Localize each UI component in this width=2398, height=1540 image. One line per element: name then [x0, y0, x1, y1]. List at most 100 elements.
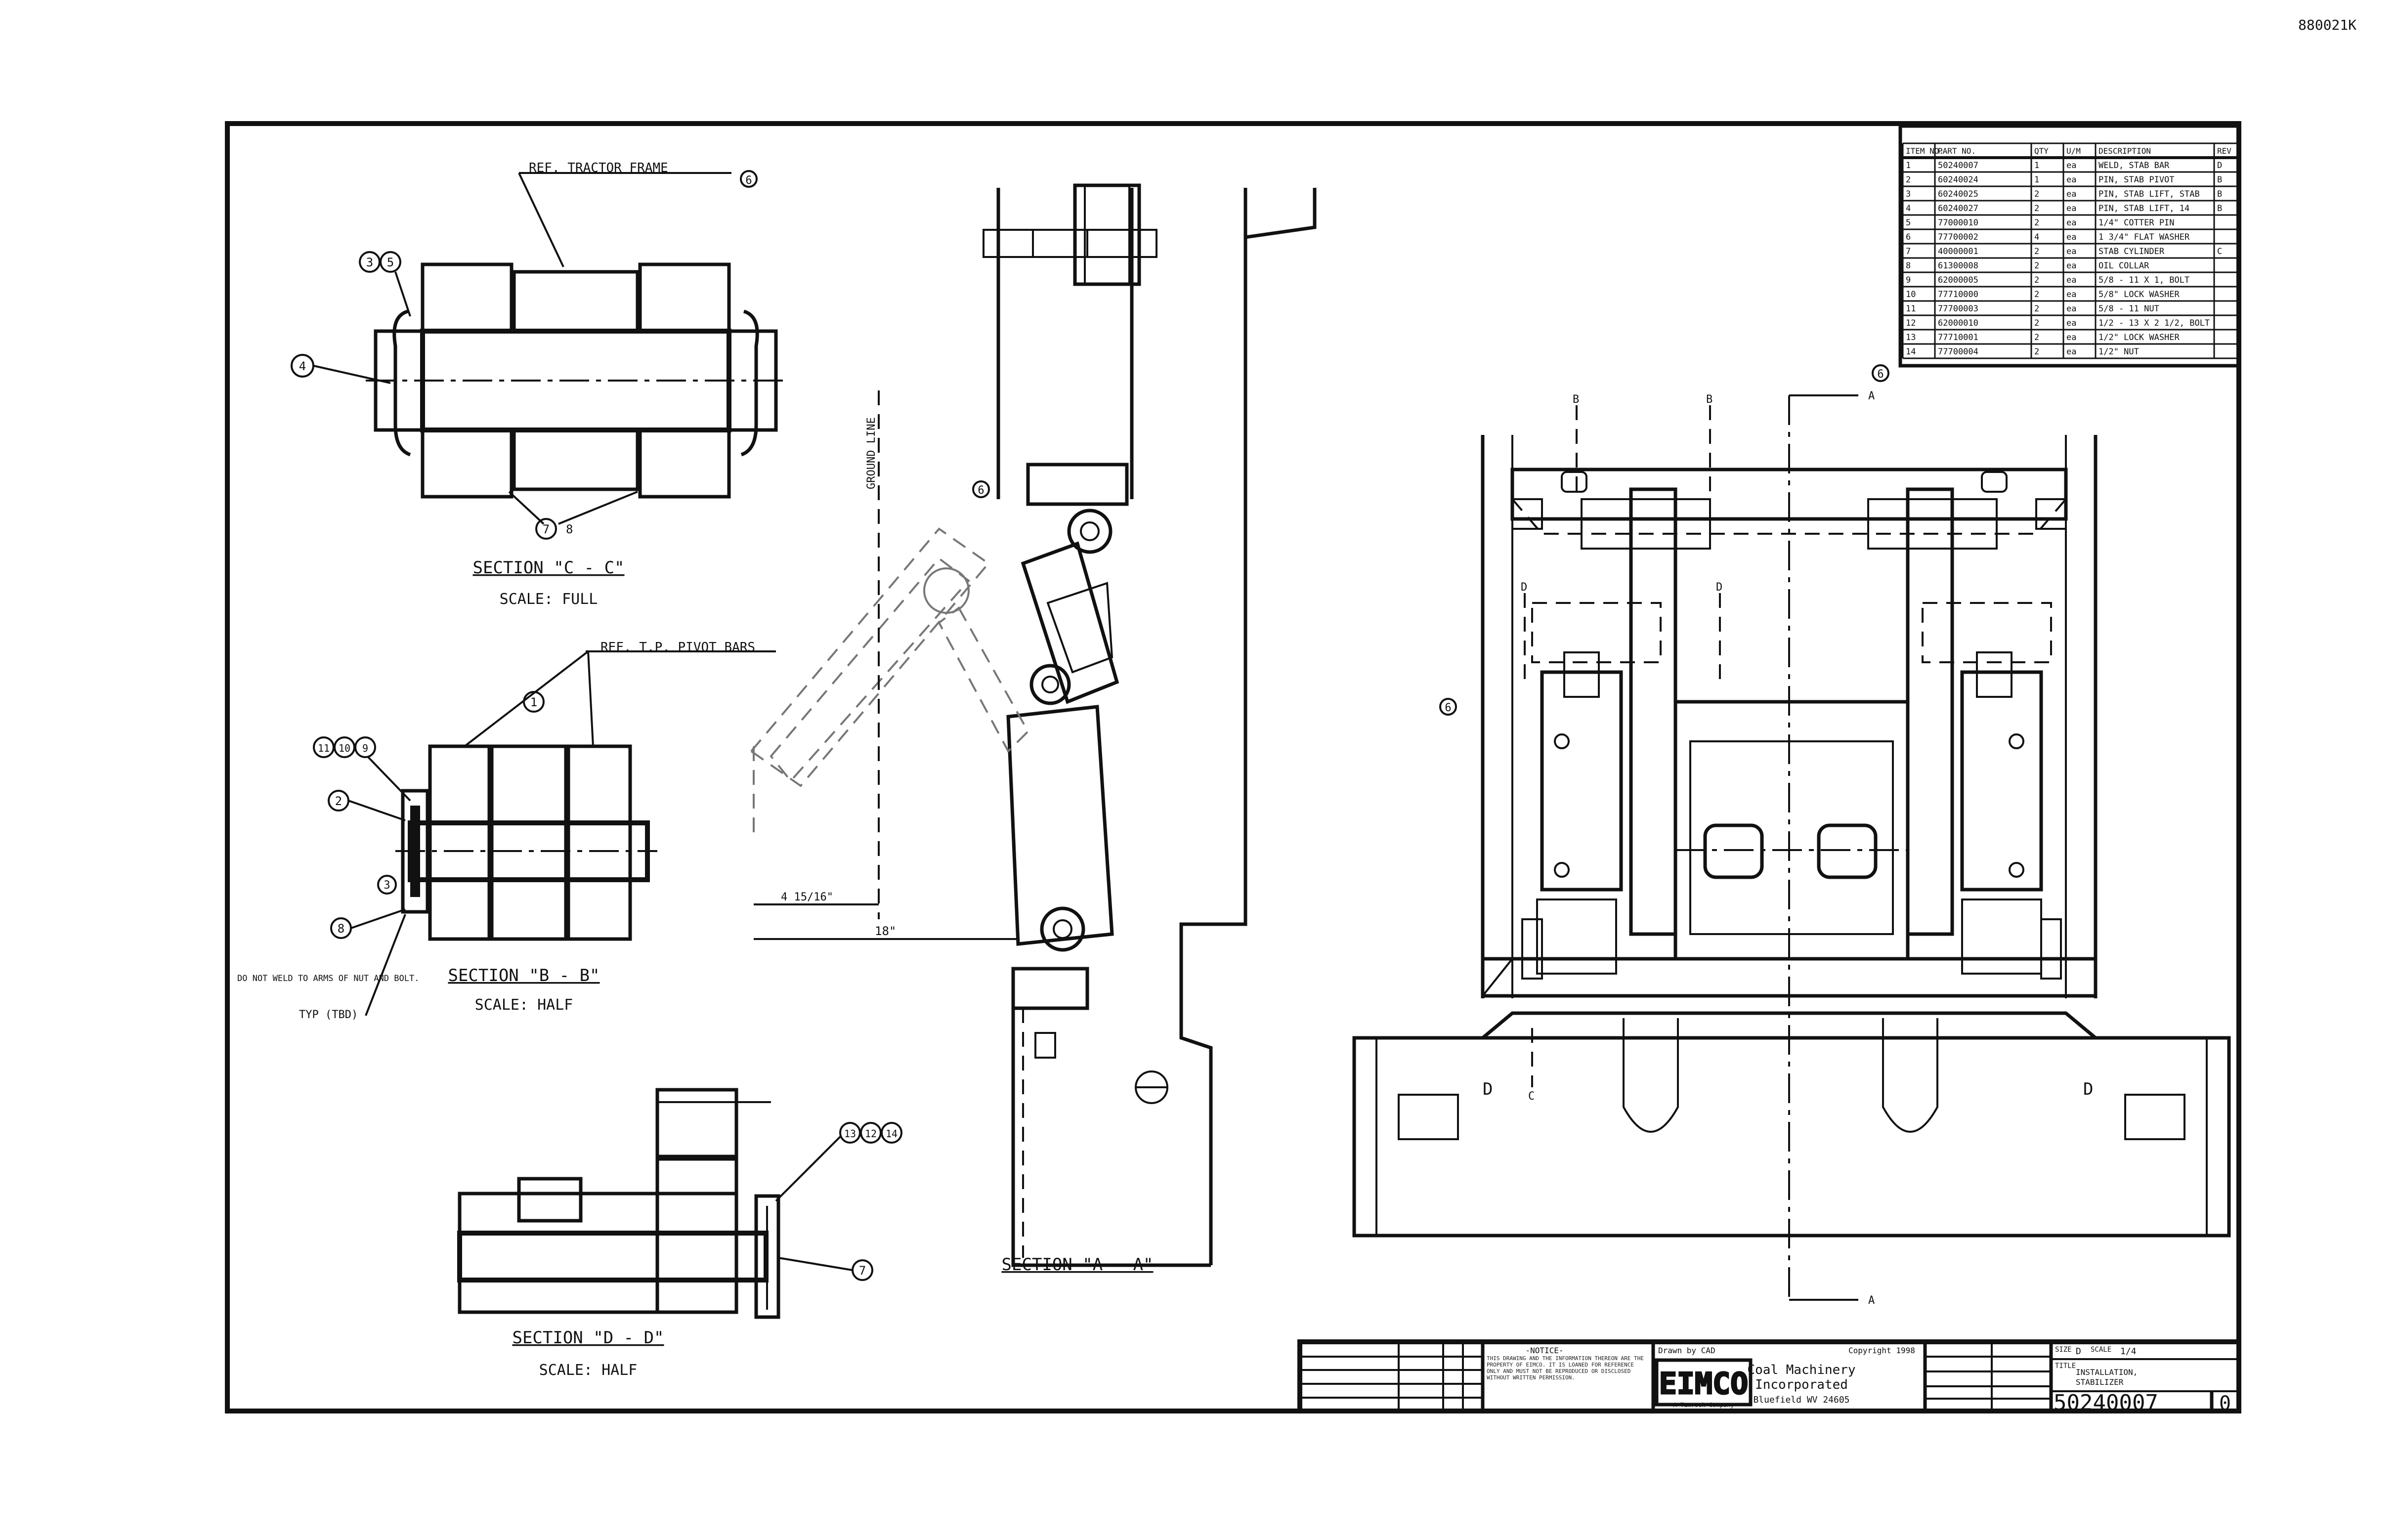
title-block: -NOTICE- THIS DRAWING AND THE INFORMATIO…	[1297, 1339, 2241, 1415]
revision-grid	[1300, 1342, 1484, 1411]
bom-cell: 7	[1906, 247, 1911, 257]
bom-cell: 1	[2034, 175, 2039, 185]
section-d-balloon-14-label: 14	[886, 1128, 898, 1140]
title-logo-sub: A Tamrock Company	[1673, 1402, 1734, 1409]
section-c-balloon-8-label: 8	[566, 522, 573, 536]
bom-cell: 2	[2034, 204, 2039, 214]
section-b-balloon-8-label: 8	[338, 922, 344, 936]
title-title-label: TITLE	[2055, 1362, 2076, 1370]
bom-cell: B	[2217, 204, 2222, 214]
section-d-balloon-7-label: 7	[859, 1264, 866, 1278]
plan-balloon-6	[1439, 698, 1457, 716]
title-scale-value: 1/4	[2120, 1346, 2137, 1357]
bom-cell: 60240024	[1938, 175, 1978, 185]
bom-header-cell: PART NO.	[1938, 146, 1976, 156]
bom-cell: 77700003	[1938, 304, 1978, 314]
bom-cell: 62000010	[1938, 318, 1978, 328]
plan-side-mark-right: D	[2083, 1079, 2093, 1099]
bom-cell: 2	[2034, 333, 2039, 342]
bom-cell: 2	[2034, 261, 2039, 271]
plan-cut-d-right: D	[1716, 581, 1722, 594]
bom-cell: PIN, STAB LIFT, 14	[2098, 204, 2189, 214]
bom-cell: 4	[1906, 204, 1911, 214]
section-b-balloon-3	[377, 875, 397, 895]
bom-header-cell: U/M	[2066, 146, 2081, 156]
section-a-balloon-6-label: 6	[978, 484, 984, 497]
section-c-balloon-4-label: 4	[299, 359, 306, 373]
section-c-balloon-7-label: 7	[543, 522, 550, 536]
bom-cell: 5/8" LOCK WASHER	[2098, 290, 2180, 299]
section-b-scale: SCALE: HALF	[475, 996, 573, 1014]
bom-cell: 77000010	[1938, 218, 1978, 228]
section-b-balloon-2-label: 2	[335, 794, 342, 808]
bom-cell: ea	[2066, 232, 2076, 242]
bom-cell: ea	[2066, 290, 2076, 299]
section-c-balloon-5-label: 5	[387, 256, 394, 269]
title-size-value: D	[2076, 1346, 2081, 1357]
bom-cell: 1/2" NUT	[2098, 347, 2139, 357]
bom-cell: 4	[2034, 232, 2039, 242]
title-approval-grid	[1925, 1342, 2051, 1411]
bom-cell: ea	[2066, 204, 2076, 214]
title-revision: 0	[2219, 1392, 2231, 1415]
sheet-balloon-6	[1872, 364, 1889, 382]
bom-cell: 5	[1906, 218, 1911, 228]
title-notice-heading: -NOTICE-	[1525, 1346, 1563, 1355]
title-title-line-1: INSTALLATION,	[2076, 1368, 2138, 1377]
bom-cell: 60240027	[1938, 204, 1978, 214]
plan-cut-c: C	[1528, 1090, 1535, 1103]
bom-cell: 77710000	[1938, 290, 1978, 299]
section-a-dim-large: 18"	[875, 924, 896, 938]
bom-cell: ea	[2066, 189, 2076, 199]
bom-cell: 77700002	[1938, 232, 1978, 242]
section-b-balloon-1	[523, 691, 545, 713]
plan-blade	[1352, 1036, 2231, 1238]
section-a-a: GROUND LINE 4 15/16" 18" 6 SECTION "A - …	[750, 183, 1317, 1275]
plan-cut-d-left: D	[1521, 581, 1527, 594]
bom-cell: 2	[2034, 275, 2039, 285]
sheet-corner-ref: 880021K	[2298, 17, 2356, 33]
bom-cell: ea	[2066, 304, 2076, 314]
section-d-balloon-13-label: 13	[844, 1128, 856, 1140]
section-d-pin	[457, 1231, 769, 1283]
bom-cell: D	[2217, 161, 2222, 171]
section-d-scale: SCALE: HALF	[539, 1362, 638, 1379]
title-drawing-number: 50240007	[2054, 1390, 2158, 1415]
title-drawn-by: Drawn by CAD	[1658, 1346, 1715, 1355]
title-size-label: SIZE	[2055, 1346, 2072, 1354]
bom-cell: ea	[2066, 247, 2076, 257]
bom-cell: 3	[1906, 189, 1911, 199]
bom-cell: ea	[2066, 175, 2076, 185]
bom-cell: 2	[1906, 175, 1911, 185]
section-a-lower-pivot	[1040, 906, 1085, 952]
plan-balloon-6-label: 6	[1445, 702, 1451, 714]
bom-cell: 62000005	[1938, 275, 1978, 285]
bom-cell: ea	[2066, 261, 2076, 271]
bom-cell: 60240025	[1938, 189, 1978, 199]
bom-cell: 77700004	[1938, 347, 1978, 357]
bom-cell: 1 3/4" FLAT WASHER	[2098, 232, 2190, 242]
section-c-c: REF. TRACTOR FRAME 6 3 5 4 7 8 SECTION "…	[291, 161, 786, 608]
section-c-balloon-5	[380, 251, 401, 273]
bom-cell: 40000001	[1938, 247, 1978, 257]
bom-cell: 14	[1906, 347, 1916, 357]
bom-cell: WELD, STAB BAR	[2098, 161, 2170, 171]
section-a-dim-small: 4 15/16"	[781, 891, 833, 903]
section-a-balloon-6	[972, 480, 990, 498]
section-c-ref-callout: REF. TRACTOR FRAME	[529, 161, 668, 175]
plan-left-cylinder	[1540, 670, 1623, 892]
bom-cell: 10	[1906, 290, 1916, 299]
bom-cell: 13	[1906, 333, 1916, 342]
bom-cell: 9	[1906, 275, 1911, 285]
bom-cell: 6	[1906, 232, 1911, 242]
bom-cell: 61300008	[1938, 261, 1978, 271]
sheet-balloon-6-label: 6	[1877, 368, 1884, 381]
section-c-balloon-6	[740, 170, 758, 188]
section-a-ground-line-label: GROUND LINE	[865, 417, 878, 489]
bom-cell: STAB CYLINDER	[2098, 247, 2165, 257]
plan-cut-a-bottom: A	[1868, 1294, 1875, 1307]
section-d-d: 13 12 14 7 SECTION "D - D" SCALE: HALF	[457, 1088, 902, 1379]
section-b-balloon-1-label: 1	[530, 695, 537, 709]
